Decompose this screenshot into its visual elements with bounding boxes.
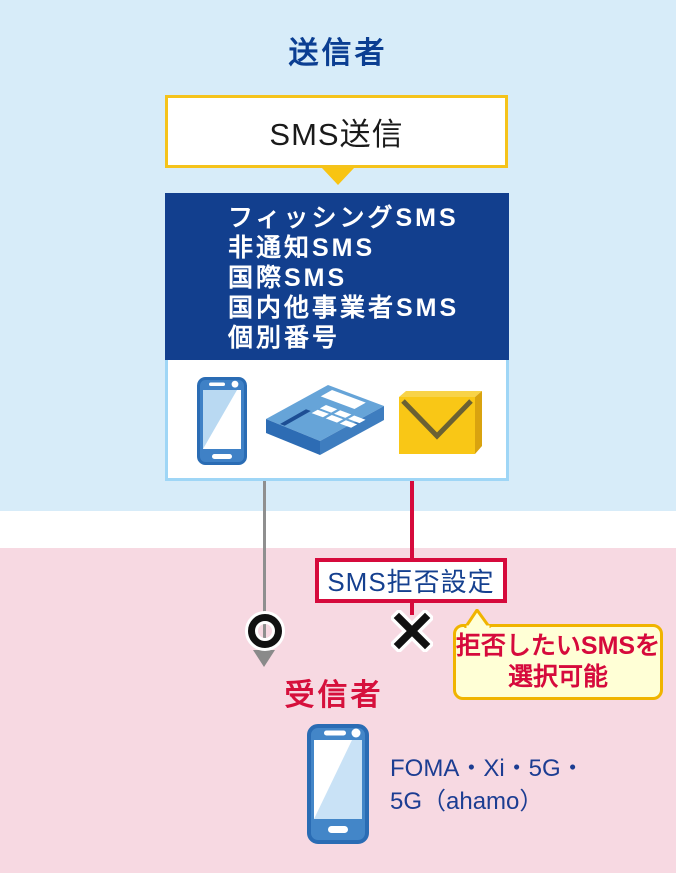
receiver-smartphone-icon xyxy=(307,724,369,844)
rejection-note-bubble: 拒否したいSMSを 選択可能 xyxy=(453,624,663,700)
sms-type-item: 国際SMS xyxy=(228,264,348,292)
receiver-devices-line: FOMA・Xi・5G・ xyxy=(390,755,585,782)
delivery-line xyxy=(263,481,266,650)
fax-machine-icon xyxy=(266,385,384,455)
sms-rejection-setting-label: SMS拒否設定 xyxy=(327,567,495,597)
sms-type-item: 国内他事業者SMS xyxy=(228,294,460,322)
receiver-devices-line: 5G（ahamo） xyxy=(390,788,544,815)
delivery-arrowhead-icon xyxy=(253,650,275,667)
sms-type-item: 個別番号 xyxy=(228,324,341,352)
sms-type-item: 非通知SMS xyxy=(228,234,376,262)
sms-types-box: フィッシングSMS 非通知SMS 国際SMS 国内他事業者SMS 個別番号 xyxy=(165,193,509,360)
blocked-line xyxy=(410,481,414,615)
sms-rejection-setting-box: SMS拒否設定 xyxy=(315,558,507,603)
cross-block-mark-icon xyxy=(391,610,433,652)
smartphone-icon xyxy=(197,377,247,465)
bubble-tail-icon xyxy=(464,609,492,628)
sms-send-box: SMS送信 xyxy=(165,95,508,168)
down-arrow-icon xyxy=(322,168,354,185)
receiver-title: 受信者 xyxy=(284,679,384,712)
zone-divider xyxy=(0,511,676,548)
sender-title: 送信者 xyxy=(288,37,388,70)
bubble-text-line: 選択可能 xyxy=(507,663,608,691)
sms-type-item: フィッシングSMS xyxy=(228,204,459,232)
bubble-text-line: 拒否したいSMSを xyxy=(455,632,661,660)
receiver-devices-label: FOMA・Xi・5G・ 5G（ahamo） xyxy=(390,752,585,818)
circle-pass-mark-icon xyxy=(245,611,285,651)
sms-send-label: SMS送信 xyxy=(269,117,404,152)
envelope-icon xyxy=(399,391,482,454)
